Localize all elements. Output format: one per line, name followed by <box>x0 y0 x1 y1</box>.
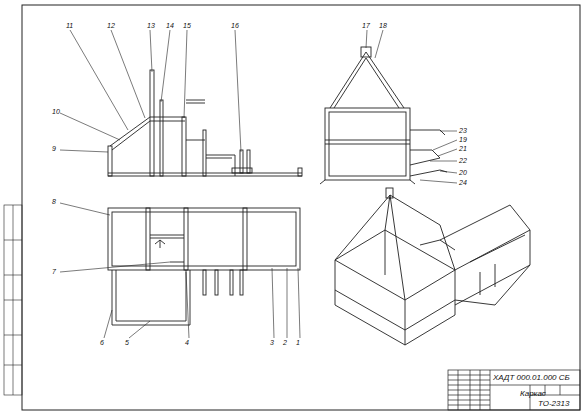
callout-number: 3 <box>270 339 274 346</box>
callout-number: 22 <box>459 157 467 164</box>
callout-number: 5 <box>125 339 129 346</box>
callout-number: 14 <box>166 22 174 29</box>
callout-number: 24 <box>459 179 467 186</box>
callout-number: 19 <box>459 136 467 143</box>
callout-number: 10 <box>52 108 60 115</box>
callout-number: 20 <box>459 169 467 176</box>
callout-number: 9 <box>52 145 56 152</box>
callout-number: 17 <box>362 22 370 29</box>
callout-number: 16 <box>231 22 239 29</box>
title-block-text: ТО-2313 <box>538 400 569 408</box>
callout-number: 4 <box>185 339 189 346</box>
callout-number: 13 <box>147 22 155 29</box>
callout-number: 23 <box>459 127 467 134</box>
callout-number: 18 <box>379 22 387 29</box>
callout-number: 8 <box>52 198 56 205</box>
callout-number: 1 <box>296 339 300 346</box>
title-block-text: Каркас <box>520 390 546 398</box>
callout-number: 6 <box>100 339 104 346</box>
callout-number: 15 <box>183 22 191 29</box>
callout-number: 2 <box>283 339 287 346</box>
callout-number: 12 <box>107 22 115 29</box>
callout-number: 11 <box>66 22 73 29</box>
callout-number: 7 <box>52 268 56 275</box>
callout-number: 21 <box>459 145 467 152</box>
title-block-text: ХАДТ 000.01.000 СБ <box>493 374 570 382</box>
